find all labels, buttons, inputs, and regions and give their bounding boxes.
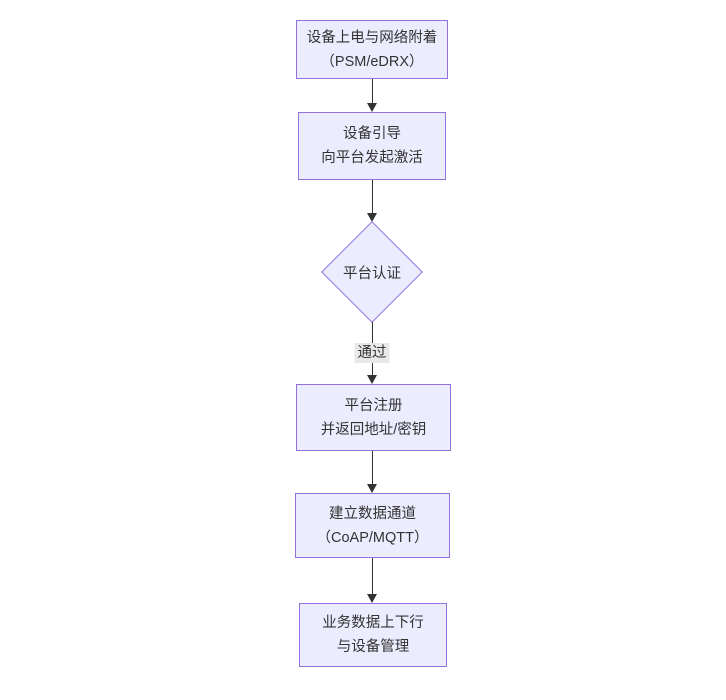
- node-business-data-line2: 与设备管理: [336, 639, 410, 655]
- node-register: 平台注册 并返回地址/密钥: [296, 384, 451, 451]
- node-power-attach-line2: （PSM/eDRX）: [320, 53, 424, 70]
- edge-5-line: [372, 558, 373, 595]
- node-data-channel-line2: （CoAP/MQTT）: [316, 529, 429, 546]
- edge-3-arrowhead-icon: [367, 375, 377, 384]
- node-platform-auth-label: 平台认证: [343, 265, 401, 282]
- node-business-data: 业务数据上下行 与设备管理: [299, 603, 447, 667]
- edge-5-arrowhead-icon: [367, 594, 377, 603]
- node-bootstrap-line2: 向平台发起激活: [321, 150, 423, 166]
- edge-2-line: [372, 180, 373, 215]
- node-bootstrap: 设备引导 向平台发起激活: [298, 112, 446, 180]
- edge-1-line: [372, 79, 373, 105]
- node-power-attach-line1: 设备上电与网络附着: [306, 29, 438, 46]
- node-register-line1: 平台注册: [344, 397, 403, 414]
- node-platform-auth: 平台认证: [321, 221, 423, 323]
- node-data-channel: 建立数据通道 （CoAP/MQTT）: [295, 493, 450, 558]
- edge-3-label: 通过: [354, 343, 390, 363]
- node-register-line2: 并返回地址/密钥: [320, 421, 427, 438]
- edge-4-line: [372, 451, 373, 485]
- edge-1-arrowhead-icon: [367, 103, 377, 112]
- node-bootstrap-line1: 设备引导: [343, 126, 401, 142]
- node-business-data-line1: 业务数据上下行: [322, 615, 424, 631]
- edge-4-arrowhead-icon: [367, 484, 377, 493]
- edge-2-arrowhead-icon: [367, 213, 377, 222]
- node-data-channel-line1: 建立数据通道: [329, 505, 416, 522]
- node-power-attach: 设备上电与网络附着 （PSM/eDRX）: [296, 20, 448, 79]
